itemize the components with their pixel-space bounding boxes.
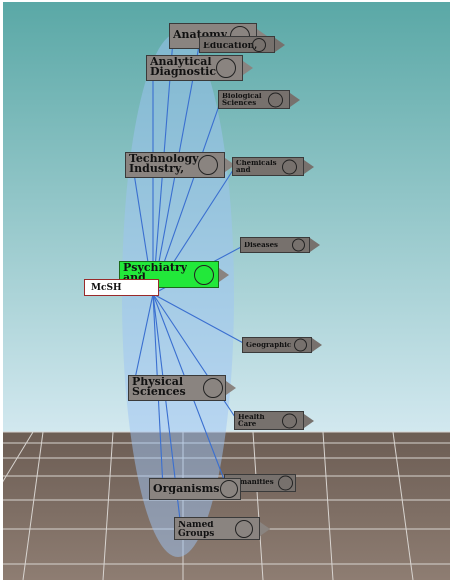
- circle-icon: [278, 475, 293, 491]
- circle-icon: [282, 159, 297, 174]
- arrow-icon: [260, 521, 270, 536]
- node-label: Named Groups: [178, 521, 215, 539]
- node-education[interactable]: Education,: [199, 36, 285, 53]
- node-analytical[interactable]: Analytical Diagnostic: [146, 55, 253, 81]
- node-label: Diseases: [244, 242, 278, 249]
- arrow-icon: [275, 37, 285, 52]
- node-chemicals[interactable]: Chemicals and: [232, 157, 314, 176]
- circle-icon: [294, 338, 307, 352]
- node-label: Physical Sciences: [132, 377, 186, 398]
- arrow-icon: [243, 61, 253, 75]
- mesh-tag[interactable]: McSH: [84, 279, 159, 296]
- circle-icon: [268, 92, 283, 107]
- node-label: Geographic: [246, 342, 292, 349]
- circle-icon: [282, 413, 297, 428]
- grid-line: [3, 431, 34, 483]
- node-biological[interactable]: Biological Sciences: [218, 90, 300, 109]
- node-diseases[interactable]: Diseases: [240, 237, 320, 253]
- node-label: Analytical Diagnostic: [150, 57, 217, 78]
- circle-icon: [194, 264, 214, 285]
- circle-icon: [198, 155, 218, 175]
- arrow-icon: [225, 158, 235, 172]
- node-health[interactable]: Health Care: [234, 411, 314, 430]
- node-label: Technology Industry,: [129, 154, 199, 175]
- arrow-icon: [312, 338, 322, 352]
- node-technology[interactable]: Technology Industry,: [125, 152, 235, 178]
- grid-line: [22, 431, 44, 580]
- floor-grid: [3, 431, 450, 580]
- grid-line: [392, 431, 414, 580]
- grid-line: [252, 431, 264, 580]
- node-psychiatry-selected[interactable]: Psychiatry and: [119, 261, 229, 288]
- node-named-groups[interactable]: Named Groups: [174, 517, 270, 540]
- link-line: [132, 293, 154, 389]
- circle-icon: [220, 480, 238, 498]
- circle-icon: [203, 378, 223, 398]
- circle-icon: [216, 58, 236, 78]
- mesh-tag-label: McSH: [91, 283, 122, 293]
- node-label: Chemicals and: [236, 160, 277, 174]
- node-physical[interactable]: Physical Sciences: [128, 375, 236, 401]
- arrow-icon: [290, 92, 300, 107]
- circle-icon: [235, 519, 253, 538]
- node-label: Humanities: [228, 479, 274, 486]
- grid-line: [102, 431, 114, 580]
- viewport[interactable]: Anatomy Education, Analytical Diagnostic…: [3, 2, 450, 580]
- node-label: Biological Sciences: [222, 93, 262, 107]
- arrow-icon: [219, 267, 229, 282]
- grid-line: [322, 431, 334, 580]
- arrow-icon: [226, 381, 236, 395]
- circle-icon: [292, 238, 305, 252]
- arrow-icon: [310, 238, 320, 252]
- node-label: Health Care: [238, 414, 265, 428]
- node-geographic[interactable]: Geographic: [242, 337, 322, 353]
- circle-icon: [252, 37, 266, 52]
- node-organisms[interactable]: Organisms: [149, 478, 241, 500]
- node-label: Psychiatry and: [123, 263, 188, 284]
- floor-plane: [3, 432, 450, 580]
- node-label: Organisms: [153, 484, 220, 495]
- node-label: Anatomy: [173, 30, 227, 40]
- arrow-icon: [304, 159, 314, 174]
- link-line: [152, 293, 248, 346]
- node-label: Education,: [203, 42, 258, 51]
- arrow-icon: [304, 413, 314, 428]
